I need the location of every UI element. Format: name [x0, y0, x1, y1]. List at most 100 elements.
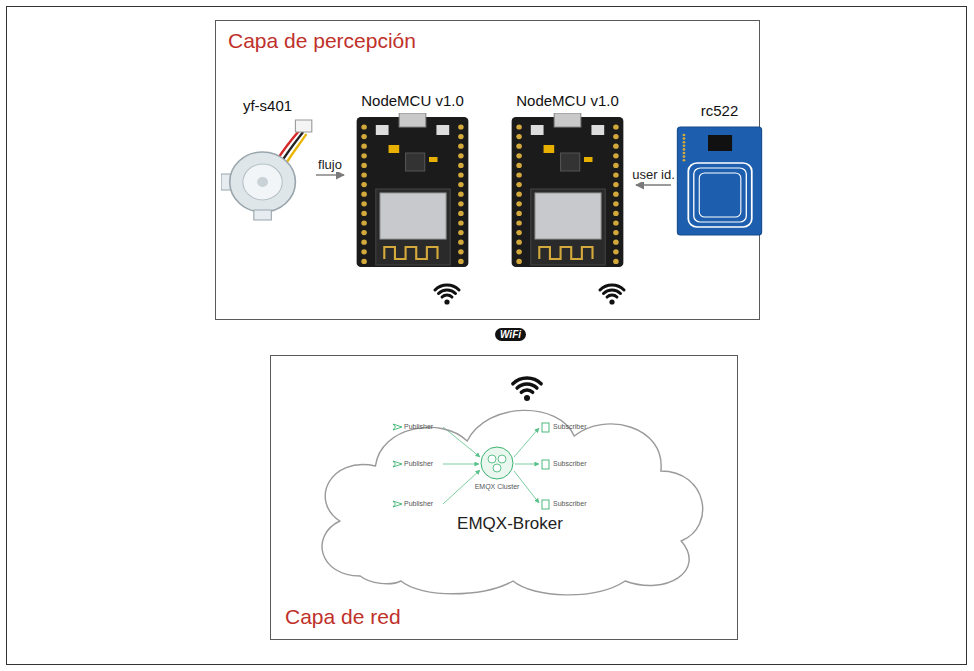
drawing-part	[554, 113, 581, 127]
drawing-part	[591, 125, 604, 135]
wifi-dot	[524, 395, 530, 401]
drawing-part	[683, 155, 686, 158]
drawing-part	[516, 182, 522, 187]
drawing-part	[613, 182, 619, 187]
drawing-part	[481, 447, 513, 479]
drawing-part	[516, 249, 522, 254]
drawing-part	[458, 240, 464, 245]
drawing-part	[516, 172, 522, 177]
cluster-icon	[481, 447, 513, 479]
drawing-part	[683, 159, 686, 162]
drawing-part	[357, 117, 469, 267]
role-label: Publisher	[404, 459, 433, 468]
drawing-part	[531, 125, 544, 135]
drawing-part	[458, 172, 464, 177]
flow-sensor: yf-s401	[221, 96, 314, 221]
flow-arrow	[316, 174, 344, 175]
nodemcu-board: NodeMCU v1.0	[346, 91, 479, 271]
wifi-symbol	[513, 378, 541, 392]
drawing-part	[458, 153, 464, 158]
drawing-part	[516, 240, 522, 245]
drawing-part	[531, 189, 605, 265]
drawing-part	[389, 145, 400, 153]
drawing-part	[544, 145, 555, 153]
drawing-part	[376, 189, 450, 265]
drawing-part	[539, 247, 592, 259]
drawing-part	[516, 153, 522, 158]
drawing-part	[613, 192, 619, 197]
drawing-part	[458, 259, 464, 264]
drawing-part	[406, 153, 425, 171]
device-name: yf-s401	[221, 96, 314, 118]
flow-sensor-drawing	[221, 118, 314, 221]
drawing-part	[458, 134, 464, 139]
nodemcu-board: NodeMCU v1.0	[501, 91, 634, 271]
drawing-part	[361, 211, 367, 216]
drawing-part	[458, 249, 464, 254]
drawing-part	[295, 120, 311, 132]
drawing-part	[393, 501, 402, 507]
drawing-part	[516, 230, 522, 235]
edge-label: user id.	[631, 167, 676, 182]
drawing-part	[284, 134, 306, 166]
broker-name: EMQX-Broker	[299, 514, 721, 534]
drawing-part	[458, 230, 464, 235]
drawing-part	[458, 144, 464, 149]
role-label: Publisher	[404, 499, 433, 508]
drawing-part	[443, 464, 479, 465]
drawing-part	[361, 259, 367, 264]
drawing-part	[613, 144, 619, 149]
drawing-part	[399, 113, 426, 127]
drawing-part	[613, 201, 619, 206]
subscriber-icons	[542, 423, 549, 509]
drawing-part	[380, 193, 446, 239]
subscribe-lines	[514, 428, 539, 503]
drawing-part	[442, 295, 452, 297]
role-label: Subscriber	[553, 422, 586, 431]
drawing-part	[683, 152, 686, 155]
wifi-symbol	[600, 285, 624, 297]
wifi-logo: WiFi	[495, 328, 526, 341]
drawing-part	[488, 455, 496, 463]
drawing-part	[613, 134, 619, 139]
drawing-part	[516, 124, 522, 129]
wifi-dot	[444, 299, 449, 304]
drawing-part	[516, 211, 522, 216]
drawing-part	[613, 230, 619, 235]
drawing-part	[516, 144, 522, 149]
drawing-part	[458, 124, 464, 129]
drawing-part	[613, 163, 619, 168]
drawing-part	[376, 125, 389, 135]
drawing-part	[535, 193, 601, 239]
drawing-part	[230, 152, 296, 212]
drawing-part	[516, 220, 522, 225]
drawing-part	[516, 134, 522, 139]
drawing-part	[513, 378, 541, 384]
drawing-part	[361, 192, 367, 197]
drawing-part	[361, 240, 367, 245]
device-name: NodeMCU v1.0	[346, 91, 479, 113]
device-name: rc522	[673, 101, 766, 123]
drawing-part	[393, 461, 402, 467]
drawing-part	[322, 410, 703, 595]
rfid-reader: rc522	[673, 101, 766, 241]
drawing-part	[436, 125, 449, 135]
drawing-part	[561, 153, 580, 171]
drawing-part	[435, 285, 459, 290]
drawing-part	[458, 201, 464, 206]
drawing-part	[361, 124, 367, 129]
drawing-part	[515, 464, 539, 465]
drawing-part	[516, 192, 522, 197]
drawing-part	[458, 182, 464, 187]
layer-title: Capa de percepción	[216, 21, 428, 61]
nodemcu-board-drawing	[346, 113, 479, 271]
drawing-part	[607, 295, 617, 297]
role-label: Subscriber	[553, 499, 586, 508]
drawing-part	[600, 285, 624, 290]
drawing-part	[584, 157, 593, 162]
drawing-part	[699, 173, 741, 217]
drawing-part	[361, 144, 367, 149]
drawing-part	[683, 141, 686, 144]
drawing-part	[694, 168, 747, 222]
drawing-part	[361, 220, 367, 225]
